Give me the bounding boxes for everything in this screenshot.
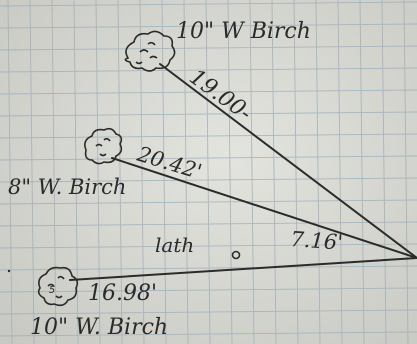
grid-line-vertical: [161, 0, 167, 344]
grid-line-vertical: [95, 0, 101, 344]
grid-line-horizontal: [0, 67, 417, 73]
line-to-tree-2: [111, 157, 417, 259]
distance-tree-3: 16.98': [88, 281, 157, 306]
tree-3-label: 10" W. Birch: [30, 315, 168, 340]
tree-3-icon: [37, 266, 79, 307]
grid-line-horizontal: [0, 1, 417, 7]
grid-line-vertical: [205, 0, 211, 344]
grid-line-horizontal: [0, 89, 417, 95]
grid-line-vertical: [315, 0, 321, 344]
grid-line-vertical: [271, 0, 277, 344]
grid-line-horizontal: [0, 331, 417, 337]
tree-1-label: 10" W Birch: [176, 19, 311, 44]
grid-line-horizontal: [0, 23, 417, 29]
grid-line-horizontal: [0, 243, 417, 249]
grid-line-vertical: [381, 0, 387, 344]
distance-lath: 7.16': [290, 227, 344, 255]
stray-mark: [7, 269, 11, 273]
grid-line-vertical: [359, 0, 365, 344]
tree-2-label: 8" W. Birch: [8, 175, 126, 199]
tree-1-icon: [124, 30, 176, 72]
grid-line-vertical: [29, 0, 35, 344]
line-to-tree-3: [69, 257, 417, 281]
grid-line-horizontal: [0, 111, 417, 117]
grid-line-horizontal: [0, 309, 417, 315]
grid-line-vertical: [337, 0, 343, 344]
grid-line-vertical: [7, 0, 13, 344]
grid-line-vertical: [51, 0, 57, 344]
line-to-tree-1: [159, 63, 417, 259]
lath-label: lath: [155, 233, 194, 257]
grid-line-horizontal: [0, 221, 417, 227]
grid-line-horizontal: [0, 45, 417, 51]
grid-line-horizontal: [0, 287, 417, 293]
grid-line-vertical: [249, 0, 255, 344]
grid-line-horizontal: [0, 133, 417, 139]
grid-line-horizontal: [0, 177, 417, 183]
lath-point: [231, 250, 241, 260]
grid-line-vertical: [227, 0, 233, 344]
tree-2-icon: [84, 127, 123, 165]
tree-3-mark: 5: [49, 285, 55, 296]
grid-line-vertical: [403, 0, 409, 344]
grid-line-vertical: [139, 0, 145, 344]
grid-line-vertical: [293, 0, 299, 344]
grid-line-vertical: [183, 0, 189, 344]
grid-line-horizontal: [0, 155, 417, 161]
grid-line-horizontal: [0, 199, 417, 205]
grid-line-vertical: [117, 0, 123, 344]
